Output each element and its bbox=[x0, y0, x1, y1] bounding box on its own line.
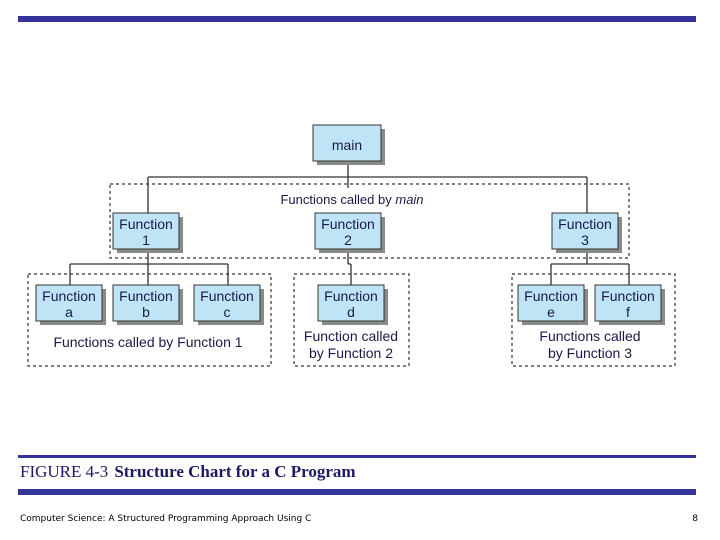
node-main: main bbox=[312, 124, 385, 165]
node-function-d: Function d bbox=[317, 284, 388, 325]
figure-label: FIGURE 4-3 bbox=[20, 462, 109, 481]
node-function-a-line2: a bbox=[65, 304, 73, 320]
node-function-f-line1: Function bbox=[601, 288, 655, 304]
group-box-called-by-function-2 bbox=[293, 273, 410, 367]
node-function-d-line2: d bbox=[347, 304, 355, 320]
top-accent-bar bbox=[18, 16, 696, 22]
footer-book-title: Computer Science: A Structured Programmi… bbox=[20, 514, 312, 524]
node-function-d-line1: Function bbox=[324, 288, 378, 304]
node-function-1: Function 1 bbox=[112, 212, 183, 253]
group-label-called-by-function-3-line1: Functions called bbox=[539, 328, 640, 344]
group-label-called-by-function-2-line1: Function called bbox=[304, 328, 398, 344]
figure-title: Structure Chart for a C Program bbox=[114, 462, 356, 481]
node-function-1-line1: Function bbox=[119, 216, 173, 232]
node-function-f: Function f bbox=[594, 284, 665, 325]
node-function-a-line1: Function bbox=[42, 288, 96, 304]
node-function-2-line2: 2 bbox=[344, 232, 352, 248]
node-function-a: Function a bbox=[35, 284, 106, 325]
group-box-called-by-function-3 bbox=[511, 273, 676, 367]
node-function-c: Function c bbox=[193, 284, 264, 325]
node-main-label: main bbox=[332, 137, 362, 153]
node-function-b-line1: Function bbox=[119, 288, 173, 304]
node-function-e-line1: Function bbox=[524, 288, 578, 304]
node-function-e-line2: e bbox=[547, 304, 555, 320]
group-box-called-by-function-1 bbox=[27, 273, 272, 367]
node-function-3-line1: Function bbox=[558, 216, 612, 232]
group-label-called-by-main: Functions called by main bbox=[280, 192, 423, 207]
page-number: 8 bbox=[692, 514, 698, 524]
caption-bottom-rule bbox=[18, 489, 696, 495]
group-label-called-by-function-3-line2: by Function 3 bbox=[548, 345, 632, 361]
node-function-c-line2: c bbox=[224, 304, 231, 320]
node-function-2-line1: Function bbox=[321, 216, 375, 232]
node-function-3: Function 3 bbox=[551, 212, 622, 253]
node-function-b-line2: b bbox=[142, 304, 150, 320]
connector-lines bbox=[69, 163, 630, 285]
node-function-1-line2: 1 bbox=[142, 232, 150, 248]
node-function-f-line2: f bbox=[626, 304, 630, 320]
node-function-2: Function 2 bbox=[314, 212, 385, 253]
caption-top-rule bbox=[18, 455, 696, 458]
node-function-c-line1: Function bbox=[200, 288, 254, 304]
node-function-e: Function e bbox=[517, 284, 588, 325]
group-label-called-by-function-1: Functions called by Function 1 bbox=[53, 334, 242, 350]
group-label-called-by-function-2-line2: by Function 2 bbox=[309, 345, 393, 361]
node-function-3-line2: 3 bbox=[581, 232, 589, 248]
node-function-b: Function b bbox=[112, 284, 183, 325]
figure-caption: FIGURE 4-3 Structure Chart for a C Progra… bbox=[20, 462, 356, 482]
group-box-called-by-main bbox=[109, 183, 630, 259]
